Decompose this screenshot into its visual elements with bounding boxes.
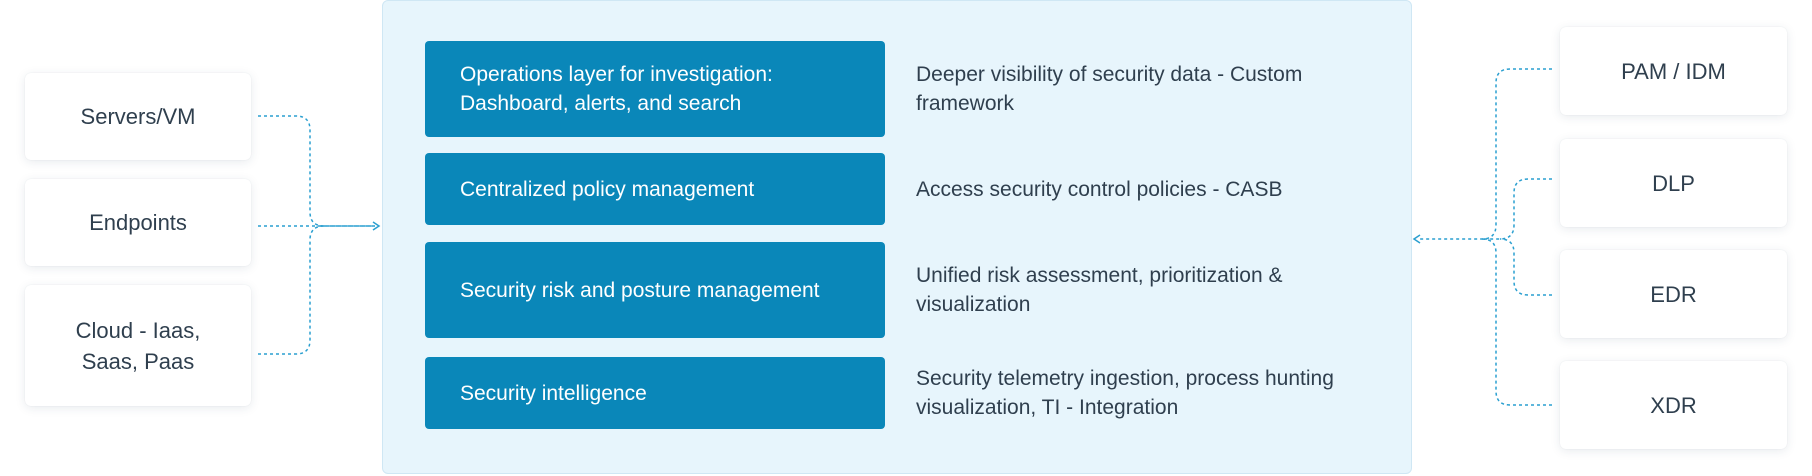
target-label: XDR xyxy=(1650,392,1697,418)
capability-description: Deeper visibility of security data - Cus… xyxy=(916,41,1386,137)
capability-name: Centralized policy management xyxy=(460,177,755,201)
capability-operations-layer: Operations layer for investigation: Dash… xyxy=(425,41,885,137)
connector-xdr xyxy=(1481,238,1552,406)
target-xdr: XDR xyxy=(1560,361,1787,449)
arrow-left-icon xyxy=(1412,234,1421,244)
source-cloud: Cloud - Iaas, Saas, Paas xyxy=(25,285,251,406)
source-label: Cloud - Iaas, Saas, Paas xyxy=(75,317,201,374)
target-label: DLP xyxy=(1652,170,1695,196)
capability-description: Security telemetry ingestion, process hu… xyxy=(916,357,1386,429)
target-edr: EDR xyxy=(1560,250,1787,338)
description-text: Access security control policies - CASB xyxy=(916,177,1283,201)
arrow-right-icon xyxy=(372,221,381,231)
target-label: EDR xyxy=(1650,281,1697,307)
description-text: Unified risk assessment, prioritization … xyxy=(916,264,1283,316)
capability-name: Operations layer for investigation: Dash… xyxy=(460,63,773,115)
capability-policy-management: Centralized policy management xyxy=(425,153,885,225)
description-text: Deeper visibility of security data - Cus… xyxy=(916,63,1303,115)
connector-edr xyxy=(1499,238,1552,296)
capability-description: Unified risk assessment, prioritization … xyxy=(916,242,1386,338)
connector-pam-idm xyxy=(1418,68,1552,240)
source-servers-vm: Servers/VM xyxy=(25,73,251,160)
capability-description: Access security control policies - CASB xyxy=(916,153,1386,225)
target-pam-idm: PAM / IDM xyxy=(1560,27,1787,115)
connector-dlp xyxy=(1482,178,1552,240)
description-text: Security telemetry ingestion, process hu… xyxy=(916,367,1334,419)
source-label: Endpoints xyxy=(89,210,187,235)
source-endpoints: Endpoints xyxy=(25,179,251,266)
capability-name: Security risk and posture management xyxy=(460,278,820,302)
capability-risk-posture: Security risk and posture management xyxy=(425,242,885,338)
connector-cloud xyxy=(258,225,325,355)
capability-name: Security intelligence xyxy=(460,381,647,405)
connector-servers xyxy=(258,115,375,227)
capability-security-intelligence: Security intelligence xyxy=(425,357,885,429)
target-dlp: DLP xyxy=(1560,139,1787,227)
target-label: PAM / IDM xyxy=(1621,58,1726,84)
source-label: Servers/VM xyxy=(80,104,196,129)
